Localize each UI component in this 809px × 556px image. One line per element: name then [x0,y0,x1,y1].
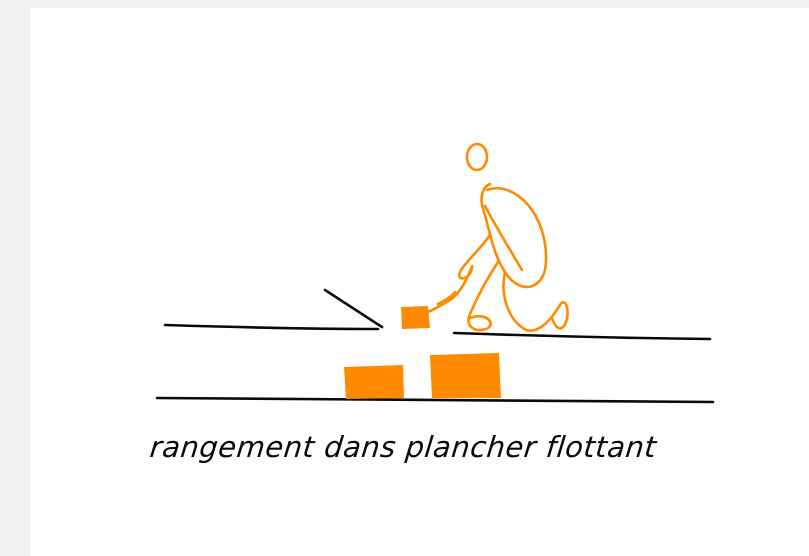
person-detail [483,204,524,272]
upper-floor-line-right [452,331,712,341]
paper-background [30,8,809,556]
stored-box-left [344,365,404,399]
person-head [465,142,489,172]
person-arm [426,233,492,314]
floor-hatch-flap [323,288,384,329]
lower-floor-line [155,396,715,404]
person-knee [467,260,500,332]
upper-floor-line-left [163,323,380,331]
person-torso [480,182,548,289]
person-hand [436,290,457,306]
person-figure [426,142,569,332]
person-leg [502,270,569,332]
stored-box-right [430,353,501,398]
box-in-hand [401,306,430,329]
diagram-caption: rangement dans plancher flottant [148,430,659,464]
